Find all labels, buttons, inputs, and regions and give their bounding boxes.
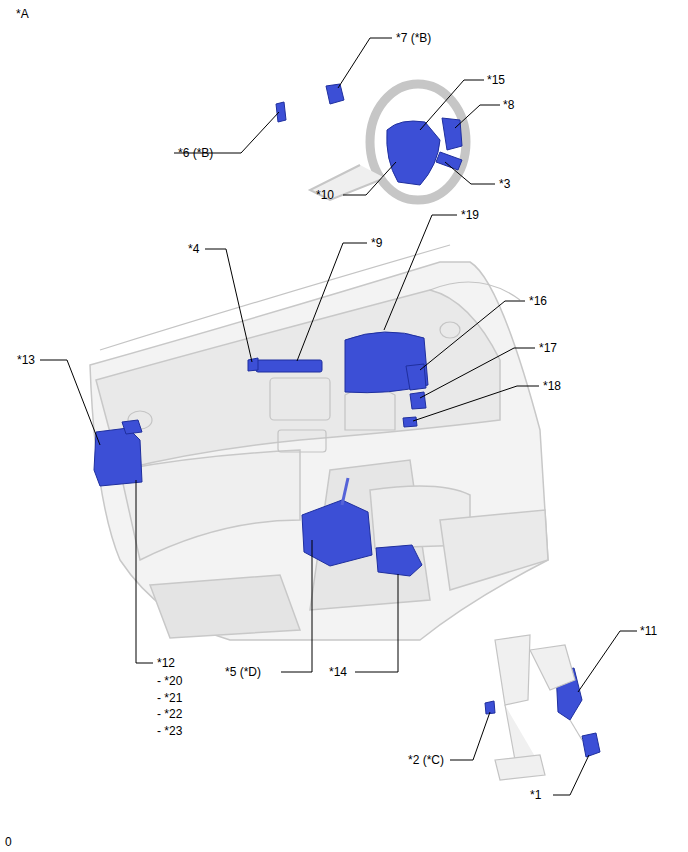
callout-number: *11	[640, 624, 657, 638]
callout-number: *A	[16, 7, 29, 21]
callout-number: - *21	[157, 691, 182, 705]
callout-number: - *20	[157, 674, 182, 688]
callout-number: *17	[539, 341, 557, 355]
callout-number: *16	[529, 294, 547, 308]
callout-number: *10	[316, 188, 334, 202]
callout-number: - *23	[157, 724, 182, 738]
callout-number: *19	[461, 208, 479, 222]
callout-number: *2 (*C)	[408, 753, 444, 767]
callout-number: *6 (*B)	[178, 146, 213, 160]
callout-number: 0	[5, 835, 12, 849]
callout-number: *9	[371, 236, 382, 250]
callout-number: *7 (*B)	[396, 31, 431, 45]
callout-number: *8	[503, 98, 514, 112]
callout-number: - *22	[157, 707, 182, 721]
callout-number: *1	[530, 788, 541, 802]
callout-number: *13	[17, 353, 35, 367]
callout-number: *5 (*D)	[225, 665, 261, 679]
callout-number: *12	[157, 656, 175, 670]
callout-number: *15	[487, 73, 505, 87]
callout-number: *18	[543, 379, 561, 393]
callout-number: *14	[329, 665, 347, 679]
callout-number: *4	[188, 242, 199, 256]
callout-number: *3	[499, 177, 510, 191]
